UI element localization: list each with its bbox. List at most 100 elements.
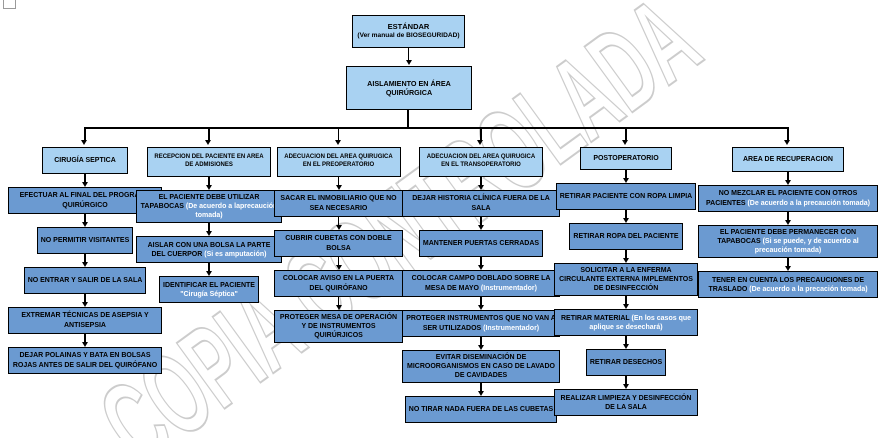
flow-box: PROTEGER INSTRUMENTOS QUE NO VAN A SER U… [402,310,560,337]
standard-box: ESTÁNDAR (Ver manual de BIOSEGURIDAD) [352,15,465,48]
column-header: ADECUACION DEL AREA QUIRUGICA EN EL TRAN… [419,147,543,177]
flow-box: NO TIRAR NADA FUERA DE LAS CUBETAS [404,396,558,424]
arrow-down-icon [478,177,484,190]
flow-box-note: (Si es amputación) [202,250,267,258]
arrow-down-icon [82,294,88,307]
flow-box-text: EL PACIENTE DEBE UTILIZAR TAPABOCAS [140,194,260,211]
arrow-down-icon [81,140,87,145]
arrow-down-icon [478,297,484,310]
flow-box-text: MANTENER PUERTAS CERRADAS [422,239,540,247]
arrow-down-icon [206,223,212,237]
column-header: AREA DE RECUPERACION [732,147,844,172]
flow-box: DEJAR POLAINAS Y BATA EN BOLSAS ROJAS AN… [8,347,162,374]
arrow-down-icon [623,210,629,223]
arrow-down-icon [623,296,629,310]
flow-box-text: RETIRAR MATERIAL [560,314,630,322]
flow-box-text: PROTEGER MESA DE OPERACIÓN Y DE INSTRUME… [279,314,398,340]
arrow-down-icon [82,334,88,347]
flow-box: NO PERMITIR VISITANTES [36,227,134,254]
flow-box-text: RETIRAR DESECHOS [589,359,663,367]
flow-box-text: DEJAR HISTORIA CLÍNICA FUERA DE LA SALA [412,195,550,212]
flow-box: EL PACIENTE DEBE PERMANECER CON TAPABOCA… [698,225,878,259]
flow-box-text: SOLICITAR A LA ENFERMA CIRCULANTE EXTERN… [559,267,693,293]
arrow-down-icon [623,376,629,390]
connector-drop [787,127,789,140]
flow-box-text: EVITAR DISEMINACIÓN DE MICROORGANISMOS E… [407,354,555,380]
arrow-down-icon [335,177,342,190]
connector-stem [407,110,409,128]
arrow-down-icon [335,297,342,310]
flow-box-text: EL PACIENTE DEBE PERMANECER CON TAPABOCA… [717,229,857,246]
flow-box: EXTREMAR TÉCNICAS DE ASEPSIA Y ANTISEPSI… [8,307,162,334]
column-header: ADECUACION DEL AREA QUIRUGICA EN EL PREO… [276,147,401,177]
flow-box-text: COLOCAR AVISO EN LA PUERTA DEL QUIRÓFANO [282,275,395,292]
flow-box: COLOCAR CAMPO DOBLADO SOBRE LA MESA DE M… [402,270,560,297]
flow-box-note: (De acuerdo a la precación tomada) [747,285,868,293]
flow-box-text: IDENTIFICAR EL PACIENTE [163,281,255,289]
flow-box-note: "Cirugía Séptica" [180,290,238,298]
flow-box-text: PROTEGER INSTRUMENTOS QUE NO VAN A SER U… [406,315,556,332]
arrow-down-icon [82,174,88,187]
main-title: AISLAMIENTO EN ÁREA QUIRÚRGICA [367,78,451,97]
flow-box-text: NO ENTRAR Y SALIR DE LA SALA [27,276,143,284]
flow-box: EL PACIENTE DEBE UTILIZAR TAPABOCAS (De … [136,190,282,224]
flow-box: PROTEGER MESA DE OPERACIÓN Y DE INSTRUME… [274,310,403,344]
arrow-down-icon [205,140,211,145]
flow-box: SACAR EL INMOBILIARIO QUE NO SEA NECESAR… [274,190,403,217]
flow-box-text: NO MEZCLAR EL PACIENTE CON OTROS PACIENT… [705,190,858,207]
flow-box: RETIRAR MATERIAL (En los casos que apliq… [554,309,698,337]
flow-box: NO MEZCLAR EL PACIENTE CON OTROS PACIENT… [698,185,878,212]
flow-box-text: DEJAR POLAINAS Y BATA EN BOLSAS ROJAS AN… [12,352,158,369]
standard-subtitle: (Ver manual de BIOSEGURIDAD) [357,32,460,40]
arrow-down-icon [335,257,342,270]
standard-title: ESTÁNDAR [387,22,430,32]
flow-box: MANTENER PUERTAS CERRADAS [418,230,544,257]
main-title-box: AISLAMIENTO EN ÁREA QUIRÚRGICA [346,66,472,110]
flow-box: EVITAR DISEMINACIÓN DE MICROORGANISMOS E… [402,350,560,384]
connector-drop [337,127,340,140]
column-header: CIRUGÍA SEPTICA [42,147,128,174]
connector-drop [625,127,627,140]
flow-box-text: SACAR EL INMOBILIARIO QUE NO SEA NECESAR… [280,195,397,212]
flow-box-text: EFECTUAR AL FINAL DEL PROGRAMA QUIRÚRGIC… [19,192,151,209]
flow-box: SOLICITAR A LA ENFERMA CIRCULANTE EXTERN… [554,263,698,297]
arrow-down-icon [334,140,341,145]
flow-box-text: COLOCAR CAMPO DOBLADO SOBRE LA MESA DE M… [411,275,551,292]
flow-box-note: (En los casos que aplique se desechará) [589,314,692,331]
arrow-down-icon [623,336,629,350]
flow-box: IDENTIFICAR EL PACIENTE"Cirugía Séptica" [159,276,259,304]
arrow-down-icon [785,258,791,272]
flow-box-text: AISLAR CON UNA BOLSA LA PARTE DEL CUERPO… [147,241,271,258]
arrow-down-icon [82,214,88,227]
flow-box: DEJAR HISTORIA CLÍNICA FUERA DE LA SALA [402,190,560,217]
flow-box: REALIZAR LIMPIEZA Y DESINFECCIÓN DE LA S… [554,389,698,417]
flow-box-text: NO PERMITIR VISITANTES [40,236,130,244]
arrow-down-icon [784,140,790,145]
arrow-down-icon [478,217,484,230]
arrow-down-icon [623,250,629,263]
flow-box-text: RETIRAR ROPA DEL PACIENTE [573,232,679,240]
flow-box-note: (Instrumentador) [478,284,537,292]
flow-box-text: TENER EN CUENTA LOS PRECAUCIONES DE TRAS… [708,276,865,293]
flow-box: COLOCAR AVISO EN LA PUERTA DEL QUIRÓFANO [274,270,403,297]
flow-box-text: EXTREMAR TÉCNICAS DE ASEPSIA Y ANTISEPSI… [21,312,149,329]
arrow-down-icon [82,254,88,267]
connector-drop [84,127,86,140]
flow-box-text: NO TIRAR NADA FUERA DE LAS CUBETAS [408,406,554,414]
flow-box: NO ENTRAR Y SALIR DE LA SALA [23,267,147,294]
flow-box-note: (Si se puede, y de acuerdo al precaución… [754,238,859,255]
arrow-down-icon [785,172,791,185]
flow-box: RETIRAR PACIENTE CON ROPA LIMPIA [555,183,697,210]
flow-box: RETIRAR DESECHOS [585,349,667,377]
connector-horizontal [85,127,788,129]
arrow-down-icon [478,337,484,350]
corner-mark [3,0,16,9]
arrow-down-icon [478,383,484,397]
arrow-down-icon [478,257,484,270]
column: AREA DE RECUPERACION NO MEZCLAR EL PACIEN… [698,147,878,299]
flow-box: RETIRAR ROPA DEL PACIENTE [569,223,683,250]
column: RECEPCION DEL PACIENTE EN AREA DE ADMISI… [136,147,282,304]
column: ADECUACION DEL AREA QUIRUGICA EN EL PREO… [274,147,403,344]
